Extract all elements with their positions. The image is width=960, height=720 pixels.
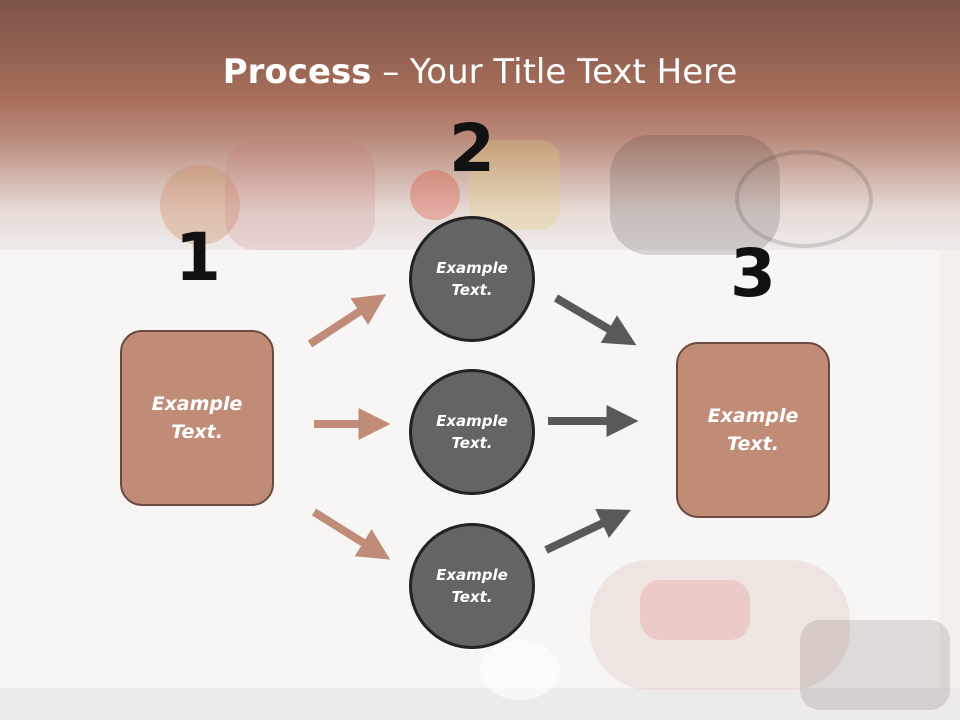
step-circle-bottom-label: Example Text. [436,565,508,607]
helmet-shape [480,640,560,700]
title-bold: Process [222,52,372,92]
title-rest: – Your Title Text Here [371,52,738,92]
arrow-box1-to-top-circle [307,294,387,348]
tennis-racket-shape [735,150,873,248]
step-circle-top: Example Text. [409,216,535,342]
ping-pong-paddle-shape [410,170,460,220]
seated-person-shape [590,560,850,690]
shorts-shape [640,580,750,640]
step-box-3: Example Text. [676,342,830,518]
step-box-1: Example Text. [120,330,274,506]
arrow-top-circle-to-box3 [553,294,637,346]
person-shape [225,140,375,250]
step-circle-middle: Example Text. [409,369,535,495]
step-number-3: 3 [730,235,776,312]
person-shape [470,140,560,230]
slide-title: Process – Your Title Text Here [0,52,960,92]
step-box-3-label: Example Text. [707,404,799,456]
step-circle-bottom: Example Text. [409,523,535,649]
arrow-box1-to-bottom-circle [311,508,391,560]
step-number-2: 2 [449,110,495,187]
step-box-1-label: Example Text. [151,392,243,444]
arrow-bottom-circle-to-box3 [544,509,632,554]
skates-shape [800,620,950,710]
basketball-shape [160,165,240,245]
step-number-1: 1 [175,219,221,296]
step-circle-middle-label: Example Text. [436,411,508,453]
step-circle-top-label: Example Text. [436,258,508,300]
floor-background [0,688,960,720]
